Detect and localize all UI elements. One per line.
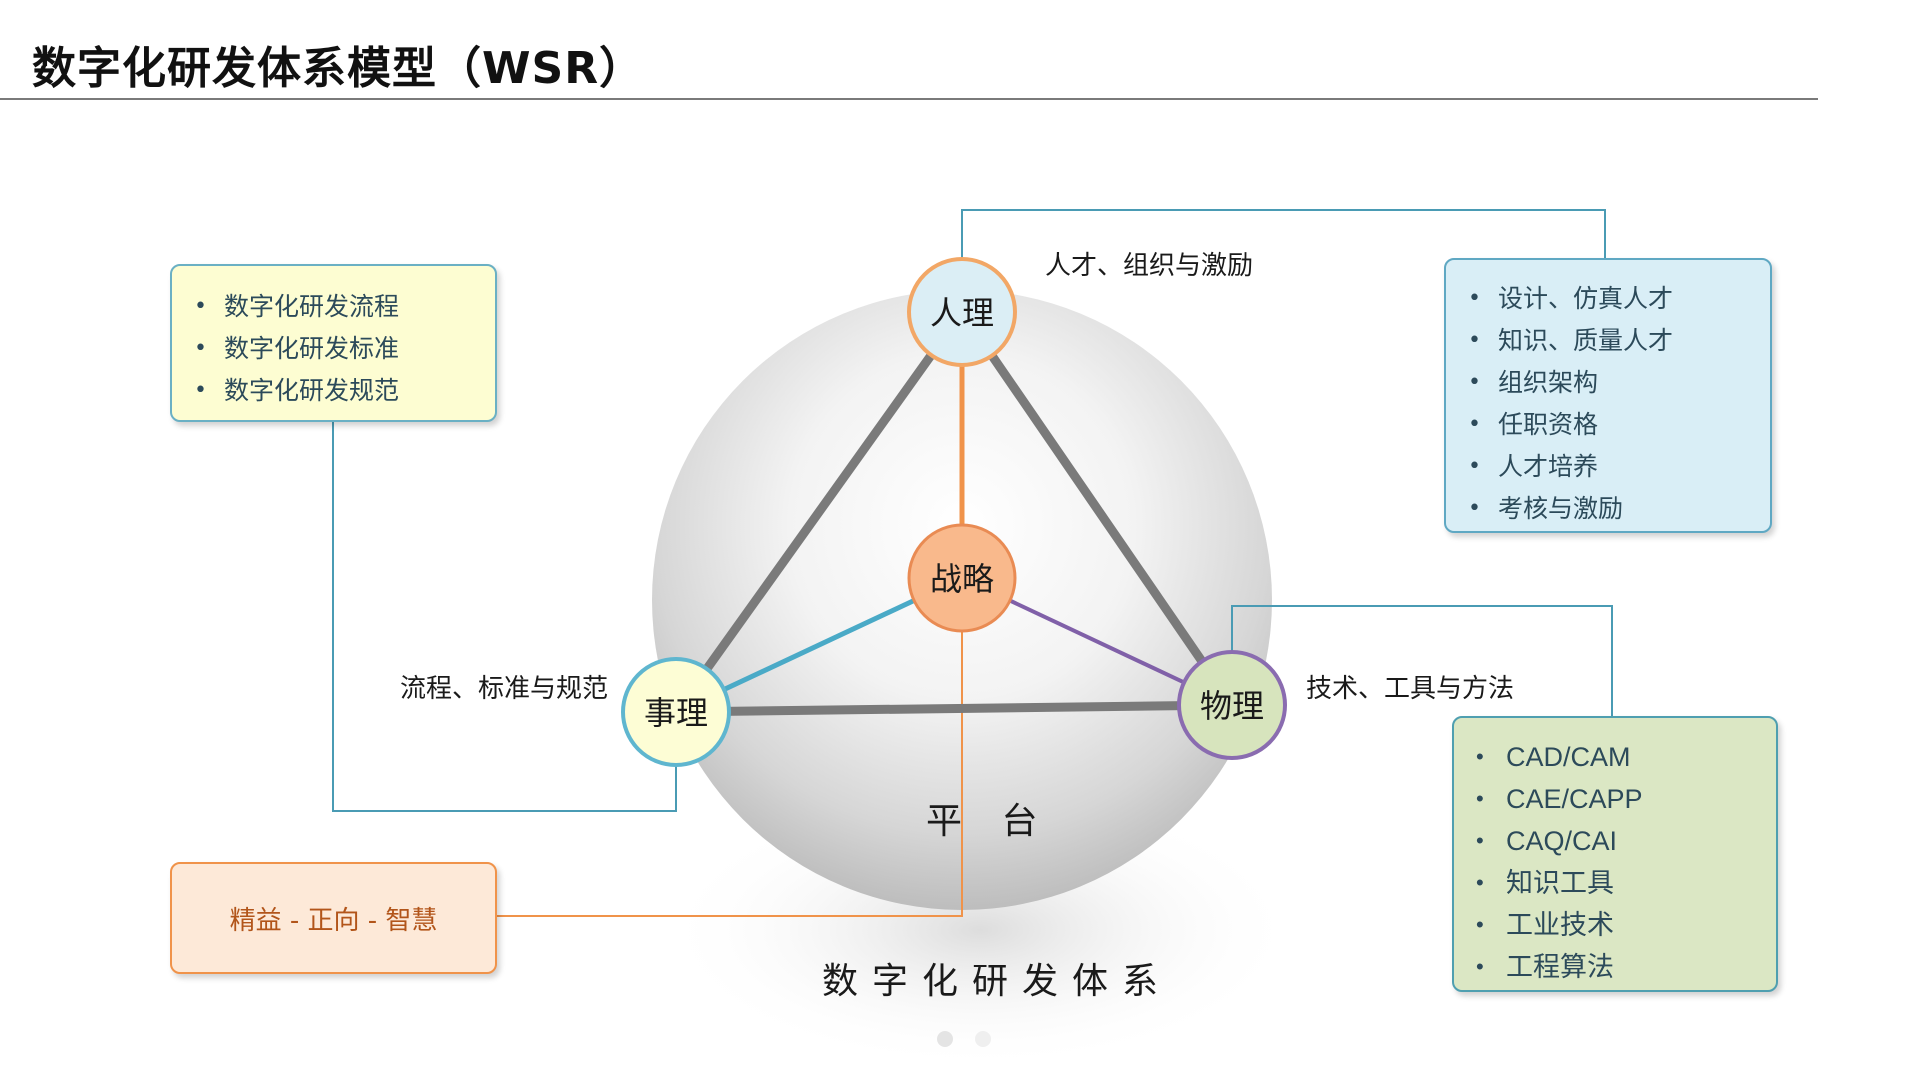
system-label: 数字化研发体系 bbox=[822, 961, 1173, 1002]
list-item: •数字化研发标准 bbox=[172, 328, 495, 370]
list-item: •工业技术 bbox=[1454, 904, 1776, 946]
list-item: •数字化研发流程 bbox=[172, 286, 495, 328]
wuli-edge-label: 技术、工具与方法 bbox=[1306, 674, 1515, 704]
shili-detail-box: •数字化研发流程 •数字化研发标准 •数字化研发规范 bbox=[170, 264, 497, 422]
list-item: •CAQ/CAI bbox=[1454, 820, 1776, 862]
list-item: •任职资格 bbox=[1446, 404, 1770, 446]
bullet-icon: • bbox=[194, 378, 207, 403]
slide-indicator-dot[interactable] bbox=[975, 1031, 991, 1047]
shili-edge-label: 流程、标准与规范 bbox=[400, 674, 609, 704]
triangle-edge-right bbox=[958, 309, 1236, 708]
title-divider bbox=[0, 98, 1818, 100]
bullet-icon: • bbox=[1476, 912, 1484, 937]
bullet-icon: • bbox=[1468, 328, 1481, 353]
zhanlue-detail-text: 精益 - 正向 - 智慧 bbox=[229, 905, 438, 936]
bullet-icon: • bbox=[194, 336, 207, 361]
list-item: •设计、仿真人才 bbox=[1446, 278, 1770, 320]
node-renli-label: 人理 bbox=[930, 294, 994, 332]
bullet-icon: • bbox=[1468, 286, 1481, 311]
triangle-edge-left bbox=[672, 309, 966, 715]
triangle-edge-bottom bbox=[675, 700, 1233, 717]
wuli-detail-box: •CAD/CAM •CAE/CAPP •CAQ/CAI •知识工具 •工业技术 … bbox=[1452, 716, 1778, 992]
wuli-item-list: •CAD/CAM •CAE/CAPP •CAQ/CAI •知识工具 •工业技术 … bbox=[1454, 736, 1776, 988]
platform-label: 平 台 bbox=[926, 801, 1052, 842]
bullet-icon: • bbox=[1476, 954, 1484, 979]
renli-detail-box: •设计、仿真人才 •知识、质量人才 •组织架构 •任职资格 •人才培养 •考核与… bbox=[1444, 258, 1772, 533]
bullet-icon: • bbox=[1468, 370, 1481, 395]
renli-edge-label: 人才、组织与激励 bbox=[1045, 251, 1254, 281]
node-zhanlue-label: 战略 bbox=[930, 560, 994, 598]
list-item: •数字化研发规范 bbox=[172, 370, 495, 412]
connector-zhanlue-box bbox=[497, 627, 963, 917]
node-renli: 人理 bbox=[907, 257, 1017, 367]
node-wuli-label: 物理 bbox=[1200, 687, 1264, 725]
list-item: •工程算法 bbox=[1454, 946, 1776, 988]
connector-shili-box bbox=[332, 422, 677, 812]
node-shili: 事理 bbox=[621, 657, 731, 767]
list-item: •考核与激励 bbox=[1446, 488, 1770, 530]
renli-item-list: •设计、仿真人才 •知识、质量人才 •组织架构 •任职资格 •人才培养 •考核与… bbox=[1446, 278, 1770, 530]
bullet-icon: • bbox=[1468, 412, 1481, 437]
node-zhanlue: 战略 bbox=[907, 523, 1017, 633]
bullet-icon: • bbox=[1468, 496, 1481, 521]
shili-item-list: •数字化研发流程 •数字化研发标准 •数字化研发规范 bbox=[172, 286, 495, 412]
page-title: 数字化研发体系模型（WSR） bbox=[32, 43, 645, 94]
list-item: •CAD/CAM bbox=[1454, 736, 1776, 778]
bullet-icon: • bbox=[1476, 870, 1484, 895]
node-shili-label: 事理 bbox=[644, 694, 708, 732]
zhanlue-detail-box: 精益 - 正向 - 智慧 bbox=[170, 862, 497, 974]
list-item: •知识、质量人才 bbox=[1446, 320, 1770, 362]
list-item: •人才培养 bbox=[1446, 446, 1770, 488]
bullet-icon: • bbox=[1476, 828, 1484, 853]
node-wuli: 物理 bbox=[1177, 650, 1287, 760]
list-item: •组织架构 bbox=[1446, 362, 1770, 404]
bullet-icon: • bbox=[1476, 786, 1484, 811]
bullet-icon: • bbox=[1468, 454, 1481, 479]
connector-renli-box bbox=[961, 209, 1606, 265]
connector-wuli-box bbox=[1231, 605, 1613, 716]
bullet-icon: • bbox=[194, 294, 207, 319]
list-item: •知识工具 bbox=[1454, 862, 1776, 904]
bullet-icon: • bbox=[1476, 744, 1484, 769]
list-item: •CAE/CAPP bbox=[1454, 778, 1776, 820]
slide-indicator-dot[interactable] bbox=[937, 1031, 953, 1047]
